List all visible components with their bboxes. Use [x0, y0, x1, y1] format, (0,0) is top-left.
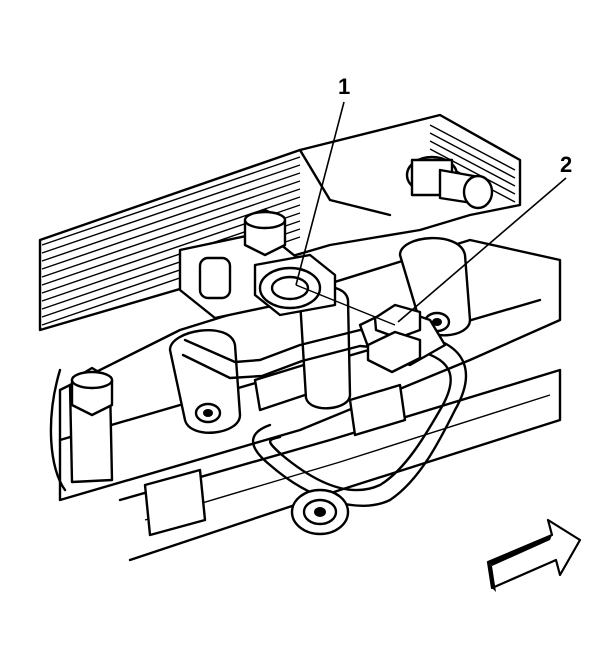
leader-line-1: [295, 101, 345, 286]
electrical-connector-block: [178, 230, 337, 320]
bolt-left-stud: [49, 366, 114, 492]
bolt-top-center: [243, 208, 287, 257]
front-direction-arrow-icon: [486, 518, 582, 592]
fuel-line-retaining-clip: [358, 303, 447, 374]
bolts: [49, 155, 494, 536]
bolt-upper-right: [405, 155, 494, 210]
leader-lines: [295, 101, 567, 326]
fuel-line-tube: [181, 328, 468, 507]
callout-label-2: 2: [560, 152, 573, 177]
leader-line-2: [397, 177, 567, 323]
leader-line-link: [295, 284, 396, 326]
callout-label-1: 1: [338, 74, 351, 99]
bolt-lower-center: [290, 488, 350, 536]
